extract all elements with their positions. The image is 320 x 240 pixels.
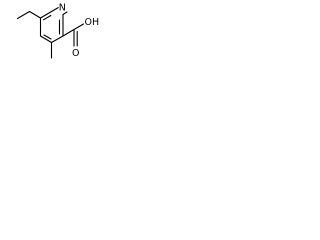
atom-label-carbonyl-oxygen: O	[72, 48, 79, 59]
bond-n1-c6	[50, 7, 59, 13]
bond-c2-n1	[62, 11, 68, 16]
bond-ring-carboxyl	[62, 28, 75, 37]
bond-c3-c2	[50, 35, 64, 44]
bond-c4-c3-inner	[43, 34, 52, 40]
molecule-structure: N OH O	[16, 3, 100, 59]
structure-canvas: N OH O	[0, 0, 120, 74]
bond-layer	[16, 7, 85, 59]
bond-ethyl-methyl	[16, 10, 31, 20]
bond-ring-ethyl	[28, 10, 42, 19]
atom-label-hydroxyl: OH	[85, 17, 100, 28]
bond-carboxyl-oh	[73, 23, 85, 31]
bond-c4-c3	[39, 35, 53, 44]
bond-c6-c5-inner	[42, 14, 52, 21]
atom-label-nitrogen: N	[59, 3, 66, 14]
bond-c6-c5	[39, 10, 53, 19]
